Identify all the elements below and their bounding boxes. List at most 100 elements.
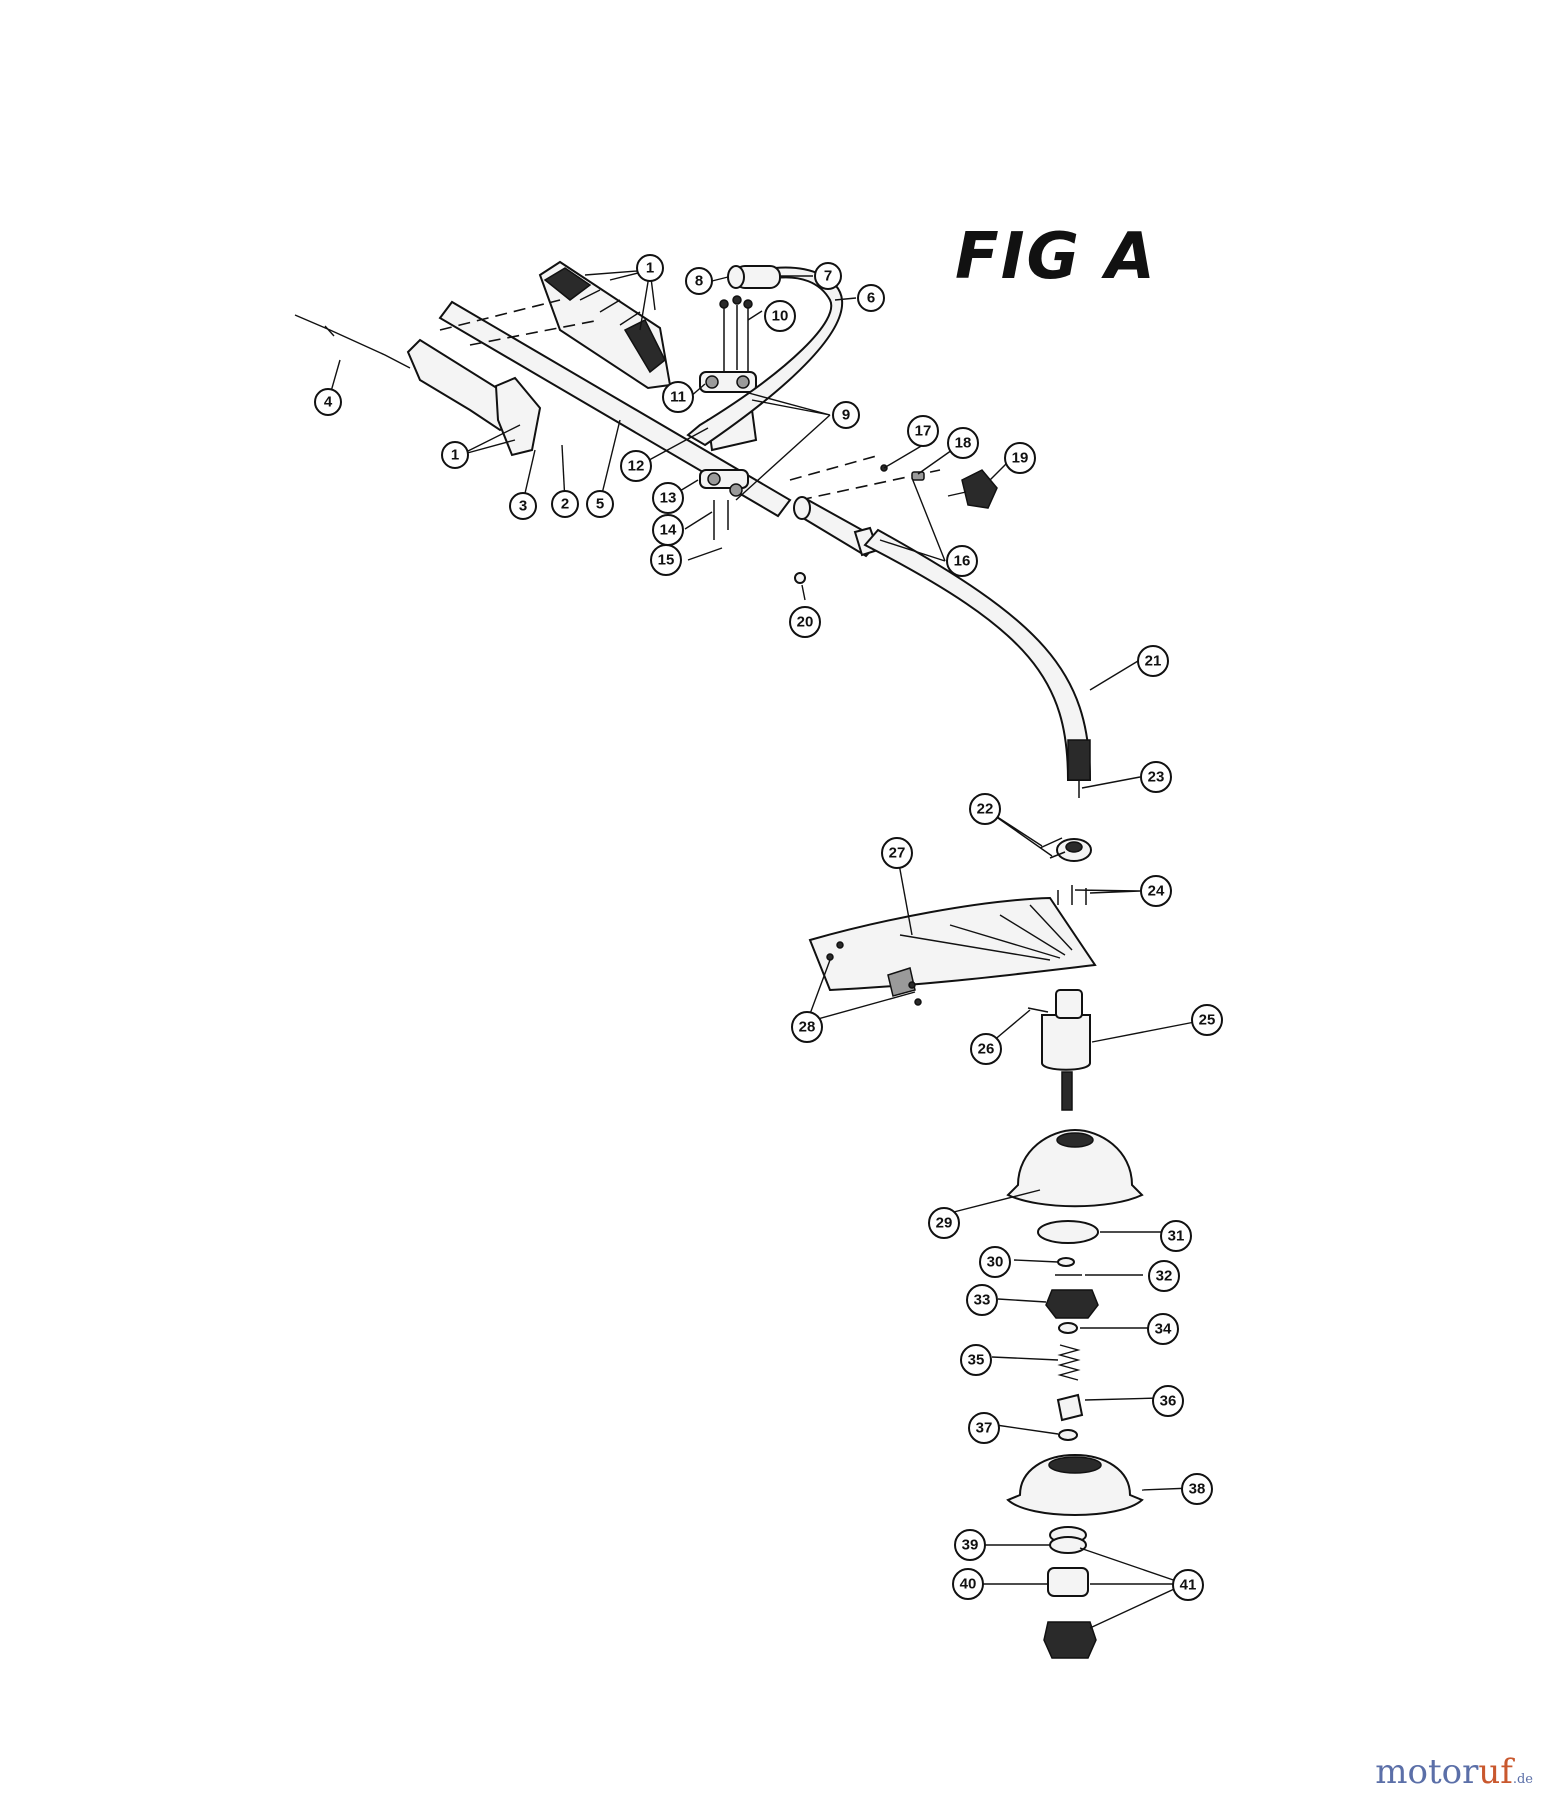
svg-text:29: 29 bbox=[936, 1215, 953, 1232]
svg-text:35: 35 bbox=[968, 1352, 985, 1369]
callout-38: 38 bbox=[1181, 1473, 1213, 1505]
callout-9: 9 bbox=[832, 401, 860, 429]
callout-36: 36 bbox=[1152, 1385, 1184, 1417]
callout-8: 8 bbox=[685, 267, 713, 295]
callout-24: 24 bbox=[1140, 875, 1172, 907]
svg-text:4: 4 bbox=[324, 394, 333, 411]
svg-text:15: 15 bbox=[658, 552, 675, 569]
callout-4: 4 bbox=[314, 388, 342, 416]
callout-14: 14 bbox=[652, 514, 684, 546]
throttle-cable bbox=[294, 314, 411, 369]
callout-5: 5 bbox=[586, 490, 614, 518]
callout-32: 32 bbox=[1148, 1260, 1180, 1292]
svg-text:12: 12 bbox=[628, 458, 645, 475]
callout-28: 28 bbox=[791, 1011, 823, 1043]
svg-text:27: 27 bbox=[889, 845, 906, 862]
callout-1b: 1 bbox=[441, 441, 469, 469]
callout-18: 18 bbox=[947, 427, 979, 459]
motoruf-watermark-logo: motoruf.de bbox=[1375, 1752, 1533, 1792]
svg-text:40: 40 bbox=[960, 1576, 977, 1593]
svg-text:10: 10 bbox=[772, 308, 789, 325]
brand-tld: .de bbox=[1512, 1772, 1533, 1787]
callout-13: 13 bbox=[652, 482, 684, 514]
callout-3: 3 bbox=[509, 492, 537, 520]
svg-text:38: 38 bbox=[1189, 1481, 1206, 1498]
svg-text:2: 2 bbox=[561, 496, 569, 513]
svg-text:30: 30 bbox=[987, 1254, 1004, 1271]
svg-text:23: 23 bbox=[1148, 769, 1165, 786]
callout-1a: 1 bbox=[636, 254, 664, 282]
callout-11: 11 bbox=[662, 381, 694, 413]
callout-16: 16 bbox=[946, 545, 978, 577]
svg-text:19: 19 bbox=[1012, 450, 1029, 467]
figure-title: FIG A bbox=[955, 220, 1157, 294]
svg-text:16: 16 bbox=[954, 553, 971, 570]
callout-26: 26 bbox=[970, 1033, 1002, 1065]
bump-knob bbox=[1043, 1621, 1097, 1659]
svg-text:17: 17 bbox=[915, 423, 932, 440]
callout-20: 20 bbox=[789, 606, 821, 638]
callout-23: 23 bbox=[1140, 761, 1172, 793]
trimmer-head-cover bbox=[1006, 1128, 1144, 1208]
svg-text:8: 8 bbox=[695, 273, 703, 290]
callout-25: 25 bbox=[1191, 1004, 1223, 1036]
brand-accent: uf bbox=[1478, 1752, 1513, 1792]
callout-27: 27 bbox=[881, 837, 913, 869]
svg-text:28: 28 bbox=[799, 1019, 816, 1036]
callout-41: 41 bbox=[1172, 1569, 1204, 1601]
svg-text:32: 32 bbox=[1156, 1268, 1173, 1285]
parts-artwork bbox=[294, 260, 1144, 1659]
svg-text:3: 3 bbox=[519, 498, 527, 515]
gear-head bbox=[1041, 1014, 1091, 1071]
callout-33: 33 bbox=[966, 1284, 998, 1316]
callout-17: 17 bbox=[907, 415, 939, 447]
coupler-knob bbox=[961, 469, 998, 509]
callout-12: 12 bbox=[620, 450, 652, 482]
lower-shaft bbox=[863, 528, 1092, 781]
svg-text:1: 1 bbox=[646, 260, 654, 277]
front-handle-tube bbox=[686, 266, 844, 447]
callout-21: 21 bbox=[1137, 645, 1169, 677]
svg-text:11: 11 bbox=[670, 389, 686, 406]
svg-text:24: 24 bbox=[1148, 883, 1165, 900]
svg-text:39: 39 bbox=[962, 1537, 979, 1554]
svg-text:41: 41 bbox=[1180, 1577, 1197, 1594]
callout-35: 35 bbox=[960, 1344, 992, 1376]
upper-shaft bbox=[438, 300, 792, 518]
svg-text:33: 33 bbox=[974, 1292, 991, 1309]
callout-10: 10 bbox=[764, 300, 796, 332]
trigger-housing bbox=[494, 376, 542, 457]
brand-main: motor bbox=[1375, 1752, 1479, 1792]
svg-text:25: 25 bbox=[1199, 1012, 1216, 1029]
callout-15: 15 bbox=[650, 544, 682, 576]
spring bbox=[1057, 1344, 1081, 1381]
svg-text:26: 26 bbox=[978, 1041, 995, 1058]
svg-text:34: 34 bbox=[1155, 1321, 1172, 1338]
callout-29: 29 bbox=[928, 1207, 960, 1239]
callout-22: 22 bbox=[969, 793, 1001, 825]
svg-text:37: 37 bbox=[976, 1420, 993, 1437]
spool-retainer bbox=[1047, 1567, 1089, 1597]
svg-text:9: 9 bbox=[842, 407, 850, 424]
svg-text:7: 7 bbox=[824, 268, 832, 285]
svg-text:18: 18 bbox=[955, 435, 972, 452]
callout-19: 19 bbox=[1004, 442, 1036, 474]
line-spool bbox=[1006, 1453, 1144, 1516]
callout-7: 7 bbox=[814, 262, 842, 290]
svg-text:1: 1 bbox=[451, 447, 459, 464]
svg-text:5: 5 bbox=[596, 496, 604, 513]
svg-text:31: 31 bbox=[1168, 1228, 1185, 1245]
callout-31: 31 bbox=[1160, 1220, 1192, 1252]
callout-39: 39 bbox=[954, 1529, 986, 1561]
svg-text:13: 13 bbox=[660, 490, 677, 507]
callout-2: 2 bbox=[551, 490, 579, 518]
callout-30: 30 bbox=[979, 1246, 1011, 1278]
callout-40: 40 bbox=[952, 1568, 984, 1600]
svg-text:21: 21 bbox=[1145, 653, 1162, 670]
callout-37: 37 bbox=[968, 1412, 1000, 1444]
svg-text:36: 36 bbox=[1160, 1393, 1177, 1410]
callout-6: 6 bbox=[857, 284, 885, 312]
svg-text:14: 14 bbox=[660, 522, 677, 539]
o-ring bbox=[1037, 1220, 1099, 1244]
